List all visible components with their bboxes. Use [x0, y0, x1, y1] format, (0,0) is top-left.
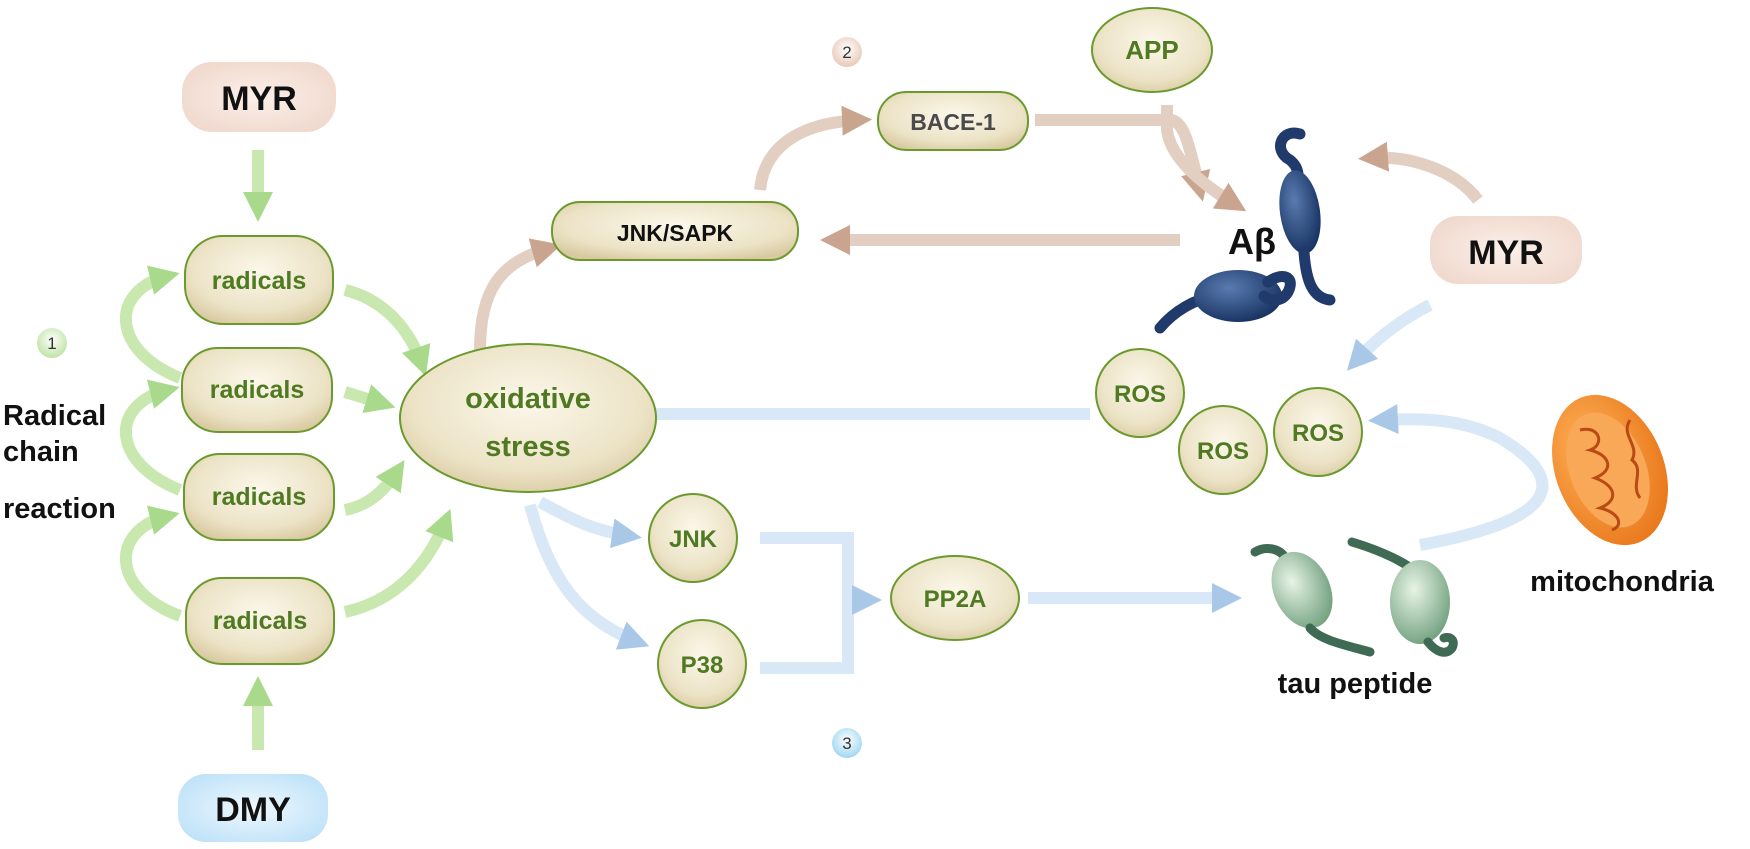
arrows-blue [524, 299, 1549, 674]
radicals-label-1: radicals [212, 267, 307, 295]
side-label-line-3: reaction [3, 493, 116, 525]
arrow-chain-2-1 [120, 265, 183, 384]
myr-top-label: MYR [221, 80, 297, 118]
jnk-label: JNK [669, 526, 718, 553]
oxidative-stress-node: oxidative stress [399, 343, 657, 493]
radicals-node-1: radicals [184, 235, 334, 325]
arrow-mito-to-ros [1368, 404, 1549, 551]
myr-right-label: MYR [1468, 234, 1544, 272]
ros-label-3: ROS [1292, 420, 1344, 447]
radicals-label-2: radicals [210, 376, 305, 404]
arrow-chain-3-2 [120, 379, 183, 496]
ros-node-2: ROS [1178, 405, 1268, 495]
jnk-sapk-node: JNK/SAPK [551, 201, 799, 261]
pathway-1: 1 MYR DMY radicals radicals radicals rad… [3, 62, 657, 842]
number-3-label: 3 [842, 734, 851, 753]
arrow-stress-to-jnk [537, 496, 642, 549]
number-1-label: 1 [47, 334, 56, 353]
abeta-peptide-lower [1154, 270, 1296, 334]
arrow-jnk-to-merge [760, 532, 854, 600]
myr-right-box: MYR [1430, 216, 1582, 284]
radicals-label-4: radicals [213, 607, 308, 635]
radicals-label-3: radicals [212, 483, 307, 511]
dmy-label: DMY [215, 791, 291, 829]
oxidative-label: oxidative [465, 383, 591, 415]
arrow-p38-to-merge [760, 600, 854, 674]
p38-node: P38 [657, 619, 747, 709]
radical-chain-reaction-label: Radical chain reaction [3, 400, 116, 525]
side-label-line-2: chain [3, 436, 79, 468]
myr-top-box: MYR [182, 62, 336, 132]
arrow-radicals4-to-stress [343, 508, 454, 618]
app-node: APP [1091, 7, 1213, 93]
abeta-label: Aβ [1228, 221, 1276, 262]
arrow-radicals3-to-stress [343, 459, 405, 516]
radicals-node-2: radicals [181, 347, 333, 433]
tau-peptide-right [1347, 537, 1458, 657]
arrow-radicals2-to-stress [343, 384, 396, 414]
arrow-stress-to-jnksapk [474, 238, 562, 351]
tau-label: tau peptide [1278, 668, 1433, 700]
pathway-2: 2 JNK/SAPK BACE-1 APP Aβ [551, 7, 1582, 334]
mitochondria: mitochondria [1530, 394, 1715, 598]
ros-node-1: ROS [1095, 348, 1185, 438]
ros-node-3: ROS [1273, 387, 1363, 477]
arrow-chain-4-3 [120, 505, 183, 622]
app-label: APP [1125, 35, 1178, 65]
radicals-node-3: radicals [183, 453, 335, 541]
bace1-node: BACE-1 [877, 91, 1029, 151]
arrow-app-to-abeta [1161, 105, 1247, 212]
number-badge-1: 1 [37, 328, 67, 358]
arrow-stress-to-p38 [524, 503, 650, 650]
ros-label-1: ROS [1114, 381, 1166, 408]
arrows-brown [474, 105, 1483, 351]
tau-peptide-left [1250, 544, 1375, 657]
mitochondria-label: mitochondria [1530, 566, 1715, 598]
pp2a-node: PP2A [890, 555, 1020, 641]
arrow-myr-to-ros [1346, 299, 1433, 371]
number-badge-2: 2 [832, 37, 862, 67]
arrow-radicals1-to-stress [343, 284, 431, 377]
radicals-node-4: radicals [185, 577, 335, 665]
number-badge-3: 3 [832, 728, 862, 758]
dmy-box: DMY [178, 774, 328, 842]
pp2a-label: PP2A [924, 586, 987, 613]
jnk-node: JNK [648, 493, 738, 583]
number-2-label: 2 [842, 43, 851, 62]
arrow-myr-to-abeta [1358, 141, 1483, 204]
stress-label: stress [485, 431, 570, 463]
p38-label: P38 [681, 652, 724, 679]
arrow-jnksapk-to-bace1 [754, 105, 872, 191]
bace1-label: BACE-1 [910, 109, 996, 135]
abeta-peptide-upper [1275, 127, 1336, 306]
pathway-3: 3 ROS ROS ROS JNK P38 PP2A [648, 348, 1715, 758]
jnk-sapk-label: JNK/SAPK [617, 220, 734, 246]
abeta-peptides: Aβ [1154, 127, 1336, 334]
ros-label-2: ROS [1197, 438, 1249, 465]
tau-peptides: tau peptide [1250, 537, 1458, 700]
arrows-green [120, 150, 454, 750]
side-label-line-1: Radical [3, 400, 106, 432]
